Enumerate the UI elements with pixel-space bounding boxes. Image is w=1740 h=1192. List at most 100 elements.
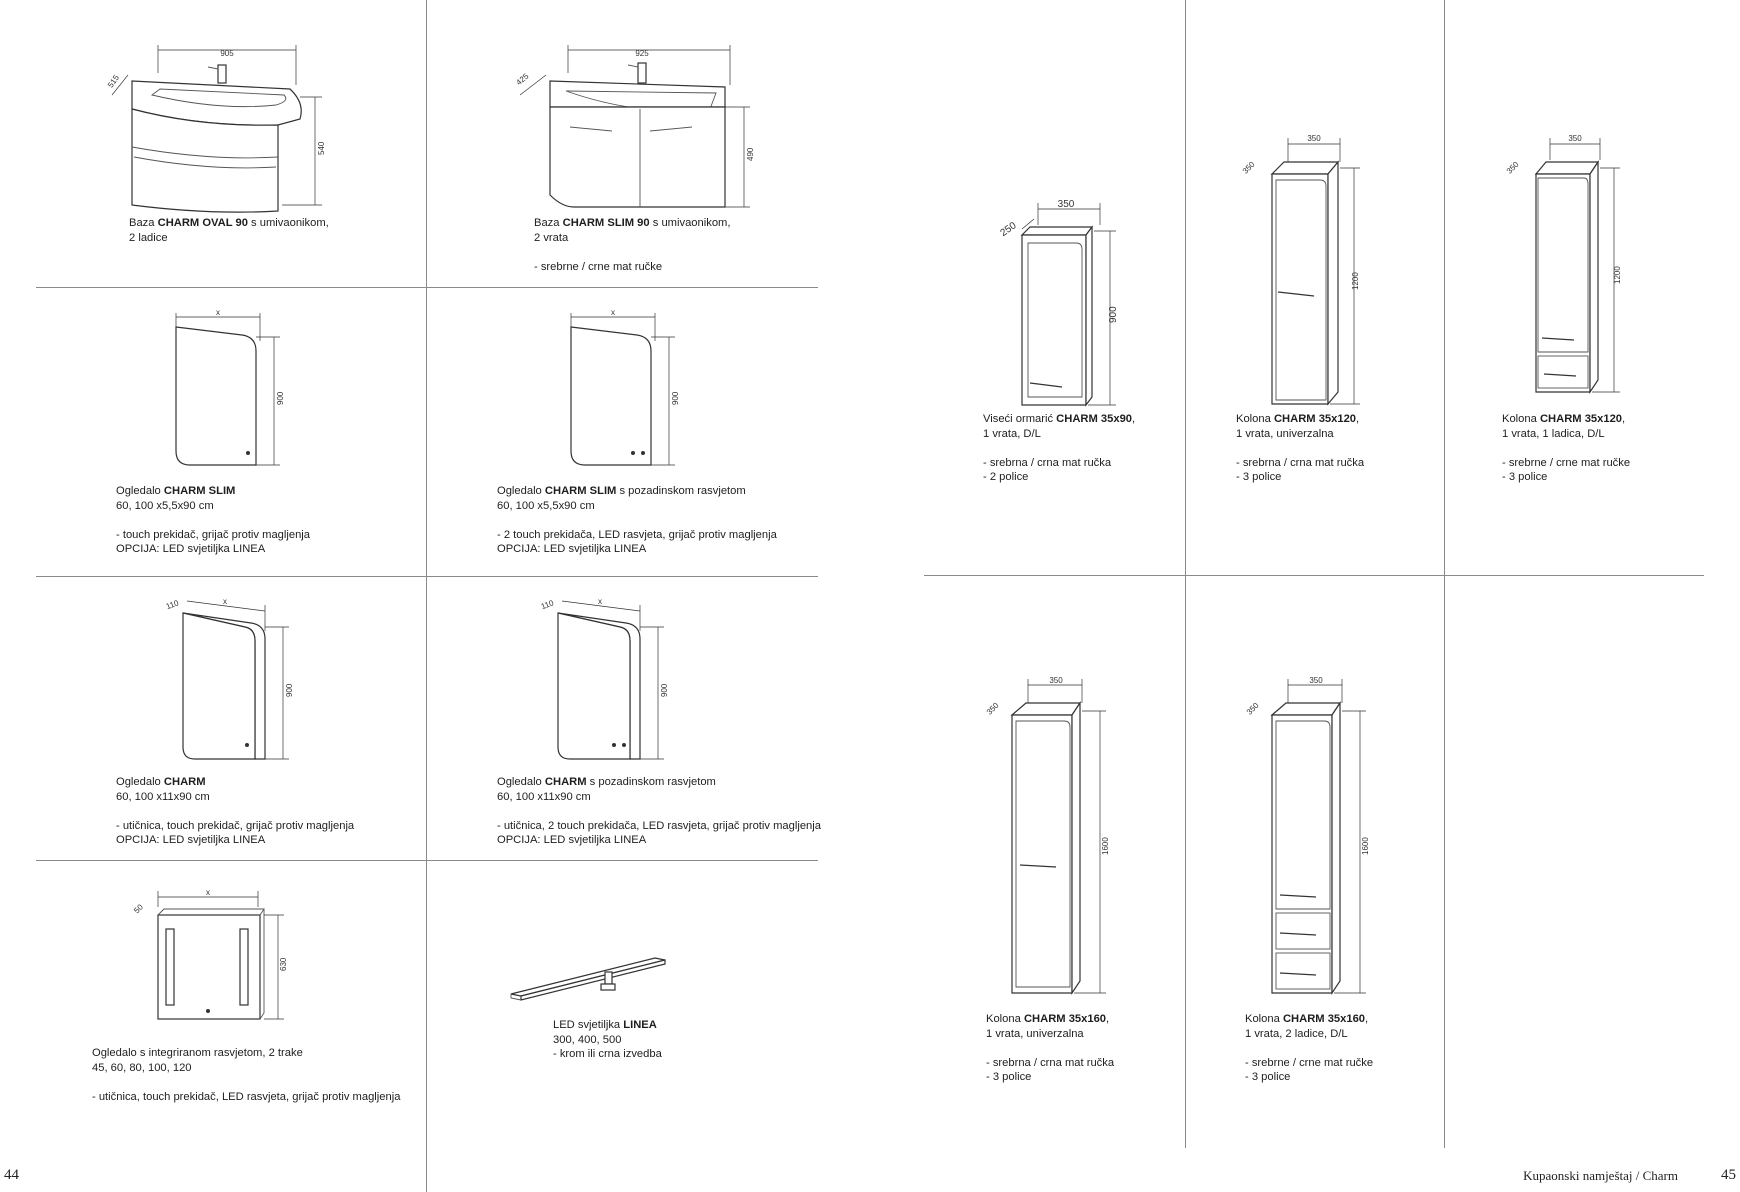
- caption-line: OPCIJA: LED svjetiljka LINEA: [497, 543, 647, 555]
- caption-line: - 3 police: [1502, 471, 1548, 483]
- caption-mirror-slim: Ogledalo CHARM SLIM 60, 100 x5,5x90 cm -…: [116, 484, 436, 557]
- dim-width: 350: [1568, 134, 1582, 143]
- dim-width: x: [206, 888, 210, 897]
- caption-line: - 2 police: [983, 471, 1029, 483]
- caption-mirror-slim-backlit: Ogledalo CHARM SLIM s pozadinskom rasvje…: [497, 484, 817, 557]
- caption-mirror-charm-backlit: Ogledalo CHARM s pozadinskom rasvjetom 6…: [497, 775, 821, 848]
- caption-line: - srebrne / crne mat ručke: [1502, 456, 1631, 469]
- caption-line: 1 vrata, 2 ladice, D/L: [1245, 1027, 1348, 1040]
- caption-mirror-led-strips: Ogledalo s integriranom rasvjetom, 2 tra…: [92, 1046, 412, 1104]
- caption-mirror-charm: Ogledalo CHARM 60, 100 x11x90 cm - utičn…: [116, 775, 436, 848]
- caption-wall-cabinet: Viseći ormarić CHARM 35x90, 1 vrata, D/L…: [983, 412, 1303, 485]
- caption-line: Ogledalo s integriranom rasvjetom, 2 tra…: [92, 1047, 303, 1059]
- dim-width: 925: [635, 49, 649, 58]
- column-120-drawer-drawing: 350 350 1200: [1504, 130, 1624, 400]
- caption-line: - krom ili crna izvedba: [553, 1048, 662, 1060]
- caption-line: - 3 police: [986, 1071, 1032, 1083]
- dim-width: 350: [1309, 676, 1323, 685]
- caption-column-160-a: Kolona CHARM 35x160, 1 vrata, univerzaln…: [986, 1012, 1306, 1085]
- dim-height: 900: [1108, 306, 1119, 323]
- caption-line: Kolona CHARM 35x120,: [1502, 413, 1626, 425]
- caption-line: [92, 1075, 412, 1090]
- caption-line: Kolona CHARM 35x160,: [986, 1013, 1110, 1025]
- caption-line: - srebrne / crne mat ručke: [1245, 1056, 1374, 1069]
- caption-line: Kolona CHARM 35x160,: [1245, 1013, 1369, 1025]
- caption-vanity-oval: Baza CHARM OVAL 90 s umivaonikom, 2 ladi…: [129, 216, 449, 245]
- mirror-slim-drawing: x 900: [160, 305, 300, 475]
- caption-line: [534, 245, 854, 260]
- row-divider: [36, 576, 818, 577]
- dim-height: 1200: [1613, 266, 1622, 284]
- dim-width: 350: [1049, 676, 1063, 685]
- dim-height: 490: [746, 147, 755, 161]
- dim-depth: 515: [106, 73, 121, 90]
- caption-line: Baza CHARM SLIM 90 s umivaonikom,: [534, 217, 731, 229]
- dim-width: 350: [1307, 134, 1321, 143]
- caption-line: Ogledalo CHARM: [116, 776, 206, 788]
- column-120-drawing: 350 350 1200: [1240, 130, 1360, 415]
- row-divider: [36, 287, 818, 288]
- caption-line: 2 ladice: [129, 231, 168, 244]
- row-divider: [36, 860, 818, 861]
- wall-cabinet-drawing: 350 250 900: [998, 195, 1140, 415]
- caption-line: [116, 804, 436, 819]
- led-lamp-drawing: [505, 950, 675, 1020]
- caption-line: 300, 400, 500: [553, 1033, 622, 1046]
- column-160-drawers-drawing: 350 350 1600: [1240, 675, 1370, 1000]
- dim-width: x: [216, 308, 220, 317]
- caption-column-120-a: Kolona CHARM 35x120, 1 vrata, univerzaln…: [1236, 412, 1556, 485]
- caption-line: LED svjetiljka LINEA: [553, 1019, 657, 1031]
- dim-depth: 350: [1245, 700, 1261, 716]
- dim-depth: 50: [132, 902, 145, 915]
- caption-line: 2 vrata: [534, 231, 569, 244]
- caption-line: [1502, 441, 1740, 456]
- dim-height: 900: [660, 683, 669, 697]
- caption-line: - 2 touch prekidača, LED rasvjeta, grija…: [497, 528, 777, 541]
- dim-depth: 350: [1241, 159, 1257, 175]
- caption-led-lamp: LED svjetiljka LINEA 300, 400, 500 - kro…: [553, 1018, 873, 1062]
- dim-height: 900: [285, 683, 294, 697]
- dim-width: x: [598, 597, 602, 606]
- dim-width: 350: [1058, 199, 1075, 210]
- caption-column-160-b: Kolona CHARM 35x160, 1 vrata, 2 ladice, …: [1245, 1012, 1565, 1085]
- caption-line: 60, 100 x11x90 cm: [116, 790, 210, 803]
- mirror-charm-drawing: x 110 900: [165, 595, 305, 770]
- caption-column-120-b: Kolona CHARM 35x120, 1 vrata, 1 ladica, …: [1502, 412, 1740, 485]
- caption-line: - utičnica, touch prekidač, LED rasvjeta…: [92, 1090, 401, 1103]
- caption-line: [497, 513, 817, 528]
- dim-width: x: [611, 308, 615, 317]
- caption-line: Viseći ormarić CHARM 35x90,: [983, 413, 1136, 425]
- vanity-oval-drawing: 905 515 540: [100, 45, 340, 215]
- caption-line: - touch prekidač, grijač protiv magljenj…: [116, 528, 311, 541]
- dim-depth: 350: [985, 700, 1001, 716]
- dim-depth: 110: [165, 598, 181, 611]
- page-number: 44: [4, 1167, 19, 1183]
- caption-vanity-slim: Baza CHARM SLIM 90 s umivaonikom, 2 vrat…: [534, 216, 854, 274]
- dim-depth: 350: [1505, 159, 1521, 175]
- dim-depth: 110: [540, 598, 556, 611]
- dim-width: x: [223, 597, 227, 606]
- caption-line: Ogledalo CHARM SLIM s pozadinskom rasvje…: [497, 485, 746, 497]
- caption-line: - srebrna / crna mat ručka: [986, 1056, 1115, 1069]
- caption-line: 1 vrata, univerzalna: [986, 1027, 1084, 1040]
- dim-height: 1600: [1101, 837, 1110, 855]
- caption-line: - srebrna / crna mat ručka: [983, 456, 1112, 469]
- dim-height: 1200: [1351, 272, 1360, 290]
- catalog-page-right: 350 250 900 Viseći ormarić CHARM 35x90, …: [870, 0, 1740, 1192]
- caption-line: - utičnica, 2 touch prekidača, LED rasvj…: [497, 819, 821, 832]
- caption-line: 60, 100 x5,5x90 cm: [116, 499, 214, 512]
- page-number: 45: [1721, 1167, 1736, 1183]
- column-divider: [1185, 0, 1186, 1148]
- mirror-led-strips-drawing: x 50 630: [128, 885, 288, 1035]
- caption-line: [116, 513, 436, 528]
- caption-line: 1 vrata, 1 ladica, D/L: [1502, 427, 1605, 440]
- dim-height: 900: [276, 391, 285, 405]
- dim-depth: 425: [514, 71, 530, 87]
- column-divider: [1444, 0, 1445, 1148]
- caption-line: Ogledalo CHARM s pozadinskom rasvjetom: [497, 776, 716, 788]
- caption-line: 45, 60, 80, 100, 120: [92, 1061, 192, 1074]
- caption-line: OPCIJA: LED svjetiljka LINEA: [497, 834, 647, 846]
- caption-line: - srebrne / crne mat ručke: [534, 260, 663, 273]
- caption-line: Baza CHARM OVAL 90 s umivaonikom,: [129, 217, 329, 229]
- page-footer-title: Kupaonski namještaj / Charm: [1523, 1168, 1678, 1183]
